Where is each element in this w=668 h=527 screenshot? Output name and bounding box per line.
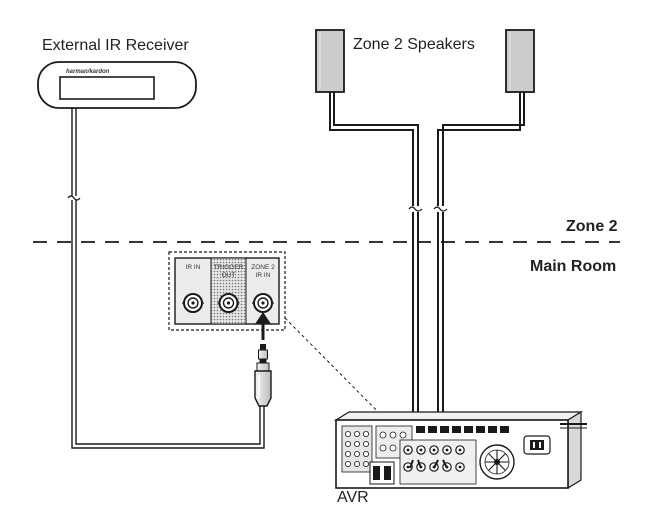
- avr-unit: [333, 410, 587, 490]
- wire-break-marks: [408, 206, 448, 212]
- jack-zone2-ir-in: [252, 293, 274, 313]
- mini-jack-plug: [254, 344, 272, 407]
- jack-ir-in: [182, 293, 204, 313]
- speaker-wire-left: [329, 92, 419, 460]
- jack-label-zone2-line2: IR IN: [256, 272, 271, 279]
- external-ir-receiver: harman/kardon: [37, 61, 197, 109]
- jack-label-trigger-line2: OUT: [222, 272, 236, 279]
- ir-receiver-label: External IR Receiver: [42, 37, 189, 54]
- avr-label: AVR: [337, 489, 369, 506]
- insert-arrow: [255, 312, 271, 340]
- speaker-left: [315, 29, 345, 93]
- jack-label-zone2-line1: ZONE 2: [251, 264, 275, 271]
- zoom-frame: [168, 251, 286, 331]
- jack-label-ir-in: IR IN: [186, 264, 201, 271]
- zone2-label: Zone 2: [566, 218, 618, 235]
- ac-power-inlet: [523, 435, 551, 455]
- zone2-speakers-label: Zone 2 Speakers: [353, 36, 475, 53]
- jack-label-trigger-line1: TRIGGER: [214, 264, 244, 271]
- jack-panel-detail: IR IN TRIGGER OUT ZONE 2 IR IN: [168, 251, 286, 340]
- speaker-wire-right: [437, 92, 525, 460]
- speaker-right: [505, 29, 535, 93]
- avr-fan: [479, 444, 515, 480]
- speaker-wire-terminals: [409, 459, 448, 469]
- receiver-brand-label: harman/kardon: [66, 69, 110, 75]
- receiver-cable: [67, 108, 265, 449]
- receiver-window: [59, 76, 155, 100]
- jack-trigger-out: [217, 293, 240, 313]
- main-room-label: Main Room: [530, 258, 616, 275]
